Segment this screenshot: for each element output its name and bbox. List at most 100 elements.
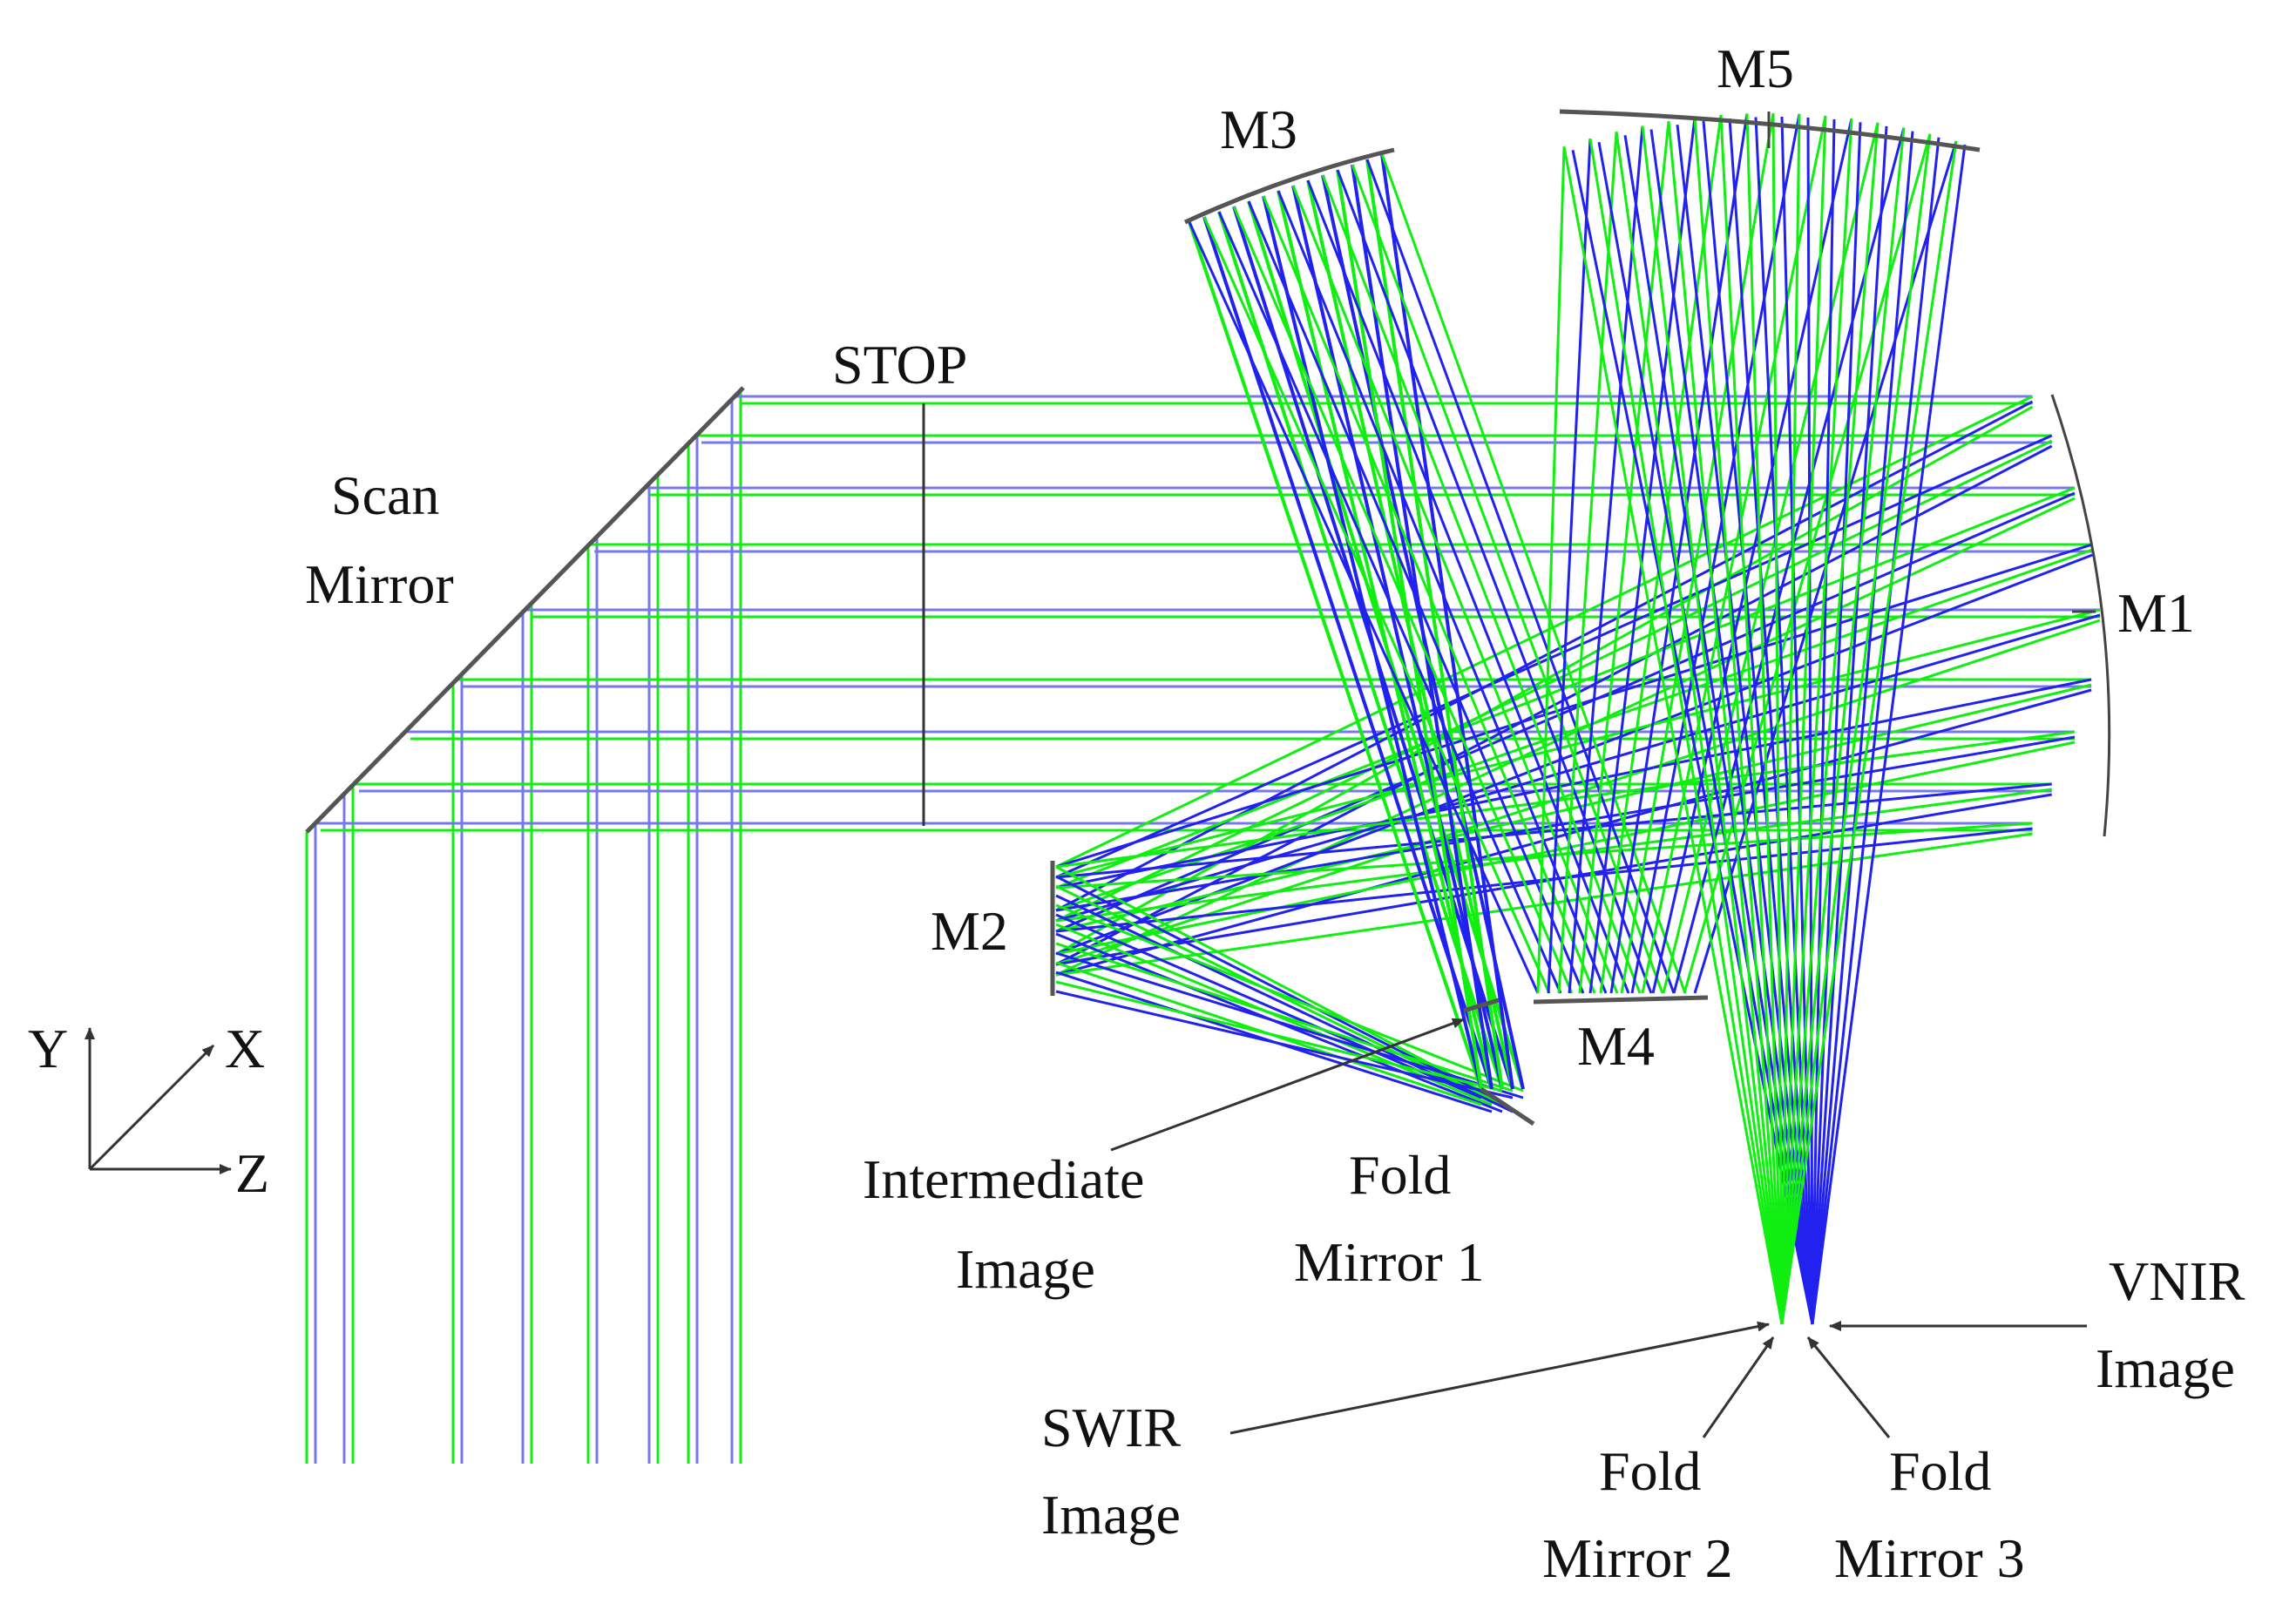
m5-to-image-ray-bundle [1562, 113, 1967, 1325]
ray [1780, 113, 1801, 1325]
ray [1693, 117, 1784, 1325]
ray [1780, 133, 1932, 1325]
fold-mirror-3-leader [1806, 1336, 1891, 1438]
ray [1811, 125, 1888, 1325]
ray [1780, 122, 1879, 1325]
label-swir-image-line1: SWIR [1041, 1397, 1181, 1458]
m3-mirror [1183, 147, 1395, 225]
m3-to-m4-ray-bundle [1188, 153, 1687, 994]
ray [1055, 865, 1482, 1092]
ray [1380, 153, 1687, 994]
ray [1055, 903, 1524, 1092]
ray [1667, 121, 1784, 1325]
ray [1055, 434, 2053, 879]
ray [1771, 113, 1784, 1325]
ray [1745, 113, 1784, 1325]
label-m2: M2 [931, 900, 1008, 962]
ray [1780, 118, 1853, 1325]
label-stop: STOP [832, 334, 967, 396]
x-axis-arrow [88, 1044, 215, 1171]
ray [1557, 132, 1618, 994]
ray [1588, 138, 1784, 1325]
ray [1351, 164, 1493, 1090]
ray [1055, 951, 1524, 1099]
ray [1055, 822, 2033, 890]
ray [1055, 827, 2033, 933]
ray [1055, 980, 1503, 1092]
ray [1547, 139, 1592, 994]
ray [1568, 125, 1644, 994]
ray [1536, 146, 1566, 994]
input-ray-bundle [305, 390, 742, 1464]
ray [1055, 894, 1514, 1113]
ray [1578, 121, 1670, 994]
fold-mirror-1 [1480, 1086, 1535, 1126]
fold-mirror-1-upper [1463, 998, 1500, 1013]
ray [1262, 195, 1596, 994]
ray [1306, 179, 1630, 994]
label-intermediate-image-line2: Image [956, 1238, 1095, 1300]
label-fold-mirror-1-line2: Mirror 1 [1294, 1231, 1485, 1293]
ray [1055, 543, 2093, 869]
ray [1055, 942, 1514, 1092]
label-fold-mirror-1-line1: Fold [1349, 1144, 1451, 1206]
label-fold-mirror-2-line1: Fold [1599, 1440, 1701, 1502]
ray [1351, 164, 1664, 994]
ray [1321, 174, 1642, 994]
ray [1055, 741, 2076, 956]
ray [1055, 548, 2093, 912]
ray [1055, 688, 2092, 977]
ray [1811, 137, 1940, 1325]
ray [1780, 140, 1958, 1325]
ray [1615, 132, 1784, 1325]
ray [1291, 185, 1619, 994]
ray [1217, 211, 1562, 994]
ray [1719, 115, 1784, 1325]
ray [1202, 216, 1551, 994]
ray [1780, 115, 1827, 1325]
ray [1055, 683, 2092, 933]
label-vnir-image-line1: VNIR [2109, 1250, 2245, 1312]
ray [1365, 159, 1676, 994]
ray [1609, 113, 1749, 994]
ray [1588, 117, 1697, 994]
label-scan-mirror-line2: Mirror [305, 553, 454, 615]
ray [1641, 125, 1784, 1325]
label-m3: M3 [1220, 98, 1297, 160]
label-fold-mirror-3-line2: Mirror 3 [1834, 1527, 2025, 1589]
ray [1336, 169, 1653, 994]
ray [1188, 221, 1483, 1090]
ray [1055, 735, 2076, 912]
ray [1188, 221, 1540, 994]
ray [1277, 190, 1608, 994]
ray [1055, 619, 2101, 966]
ray [1055, 990, 1514, 1099]
ray [1055, 486, 2076, 890]
ray [1811, 131, 1914, 1325]
fold-mirror-2-leader [1702, 1336, 1775, 1438]
ray [1599, 114, 1723, 994]
ray [1811, 144, 1967, 1325]
ray [1055, 439, 2053, 923]
label-m1: M1 [2117, 582, 2195, 644]
label-intermediate-image-line1: Intermediate [863, 1148, 1144, 1210]
ray [1620, 112, 1775, 994]
ray [1055, 782, 2052, 879]
ray [1651, 118, 1853, 994]
m4-mirror [1533, 995, 1709, 1005]
ray [1232, 206, 1574, 994]
label-axis-y: Y [28, 1018, 68, 1079]
ray [1336, 169, 1483, 1090]
ray [1811, 122, 1862, 1325]
label-fold-mirror-2-line2: Mirror 2 [1542, 1527, 1733, 1589]
ray [1641, 115, 1827, 994]
ray [1380, 153, 1514, 1090]
ray [1055, 491, 2076, 933]
label-swir-image-line2: Image [1041, 1484, 1181, 1546]
swir-image-leader [1229, 1321, 1770, 1435]
label-axis-z: Z [235, 1142, 269, 1204]
label-vnir-image-line2: Image [2096, 1337, 2235, 1399]
ray [1365, 159, 1504, 1090]
label-m5: M5 [1717, 37, 1794, 99]
ray [1262, 195, 1483, 1090]
